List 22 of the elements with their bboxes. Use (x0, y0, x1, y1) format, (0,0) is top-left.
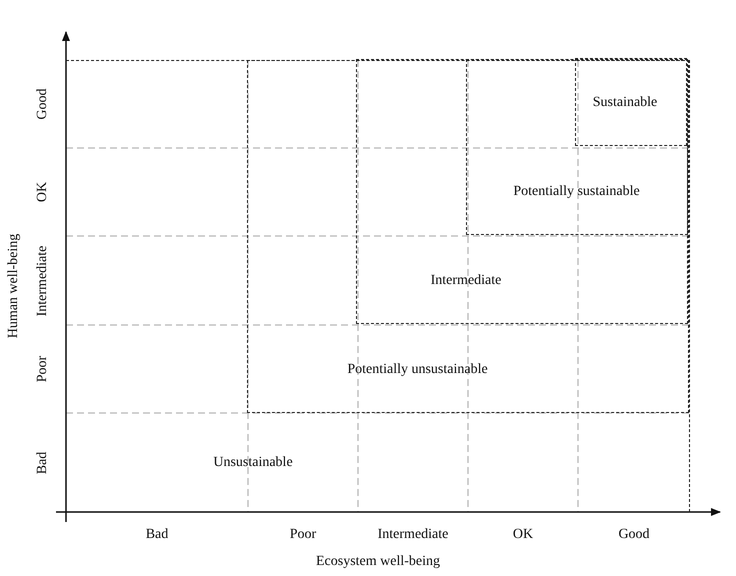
region-label: Potentially unsustainable (347, 362, 488, 378)
region-box (575, 58, 687, 146)
axis-title: Ecosystem well-being (316, 554, 440, 570)
axis-tick-label: Good (35, 88, 51, 120)
axis-tick-label: Good (618, 527, 650, 543)
axis-tick-label: Intermediate (35, 245, 51, 316)
region-label: Potentially sustainable (513, 184, 640, 200)
axis-tick-label: Bad (35, 451, 51, 474)
region-box (466, 58, 688, 234)
axis-tick-label: OK (512, 527, 534, 543)
axis-tick-label: Poor (35, 356, 51, 382)
axis-tick-label: Poor (290, 527, 316, 543)
region-box (356, 59, 688, 324)
axis-tick-label: Intermediate (378, 527, 448, 543)
axis-tick-label: OK (35, 182, 51, 202)
region-box (66, 60, 690, 512)
region-box (246, 60, 688, 412)
axis-title: Human well-being (6, 234, 22, 338)
region-label: Sustainable (592, 95, 658, 111)
region-label: Intermediate (430, 273, 502, 289)
region-label: Unsustainable (213, 455, 293, 471)
axis-tick-label: Bad (146, 527, 168, 543)
